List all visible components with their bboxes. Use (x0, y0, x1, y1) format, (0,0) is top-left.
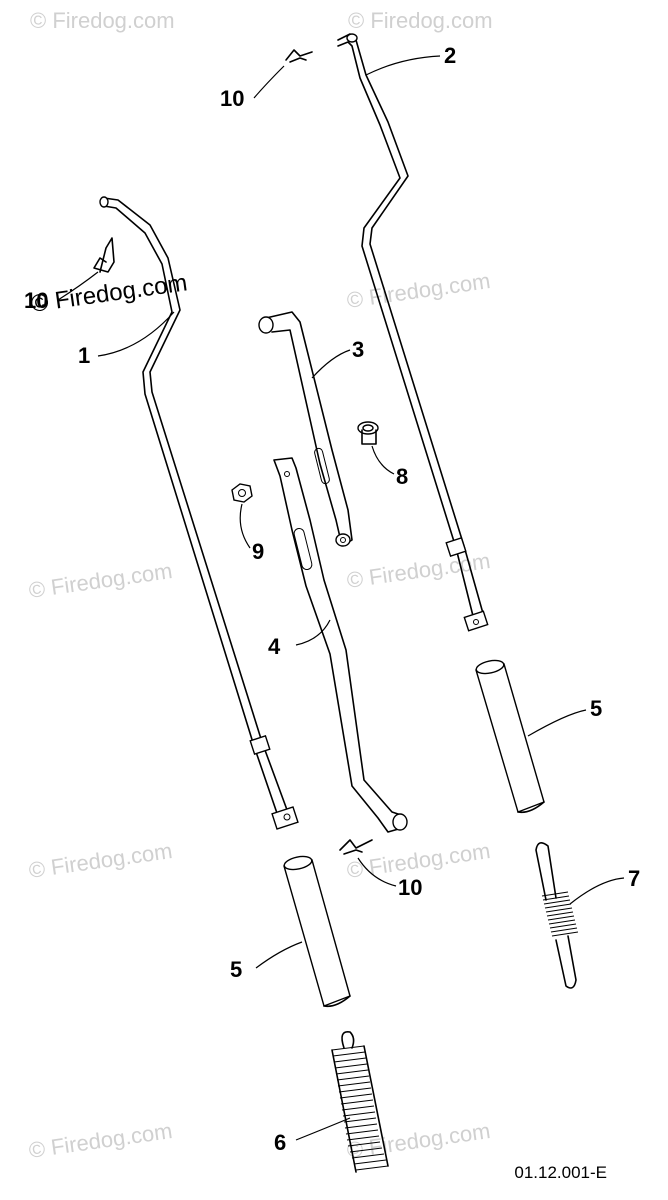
spring-part-7 (535, 842, 579, 989)
watermark: © Firedog.com (27, 558, 174, 603)
callout-6: 6 (274, 1130, 286, 1155)
grip-part-5-lower (283, 855, 351, 1008)
callout-8: 8 (396, 464, 408, 489)
watermark: © Firedog.com (27, 1118, 174, 1163)
spring-part-6 (331, 1031, 389, 1173)
callout-4: 4 (268, 634, 281, 659)
grip-part-5-upper (475, 659, 545, 814)
callout-3: 3 (352, 337, 364, 362)
rod-part-2 (337, 33, 489, 632)
callouts: 2 10 10 1 3 8 9 4 5 10 7 5 6 (24, 43, 640, 1155)
callout-9: 9 (252, 539, 264, 564)
watermark: © Firedog.com (30, 8, 175, 33)
watermark: © Firedog.com (345, 268, 492, 313)
link-part-3 (258, 311, 353, 547)
watermarks: © Firedog.com © Firedog.com © Firedog.co… (27, 8, 492, 1163)
watermark: © Firedog.com (27, 838, 174, 883)
diagram-code: 01.12.001-E (514, 1163, 607, 1182)
watermark: © Firedog.com (345, 548, 492, 593)
clip-part-10 (93, 49, 373, 855)
leader-lines (57, 55, 625, 1141)
nut-part-9 (231, 483, 253, 503)
watermark: © Firedog.com (348, 8, 493, 33)
callout-10: 10 (220, 86, 244, 111)
callout-2: 2 (444, 43, 456, 68)
callout-5: 5 (590, 696, 602, 721)
callout-10: 10 (398, 875, 422, 900)
callout-1: 1 (78, 343, 90, 368)
rod-part-1 (99, 196, 299, 830)
callout-5: 5 (230, 957, 242, 982)
callout-7: 7 (628, 866, 640, 891)
pin-part-8 (357, 421, 379, 445)
callout-10: 10 (24, 288, 48, 313)
link-part-4 (273, 457, 408, 833)
